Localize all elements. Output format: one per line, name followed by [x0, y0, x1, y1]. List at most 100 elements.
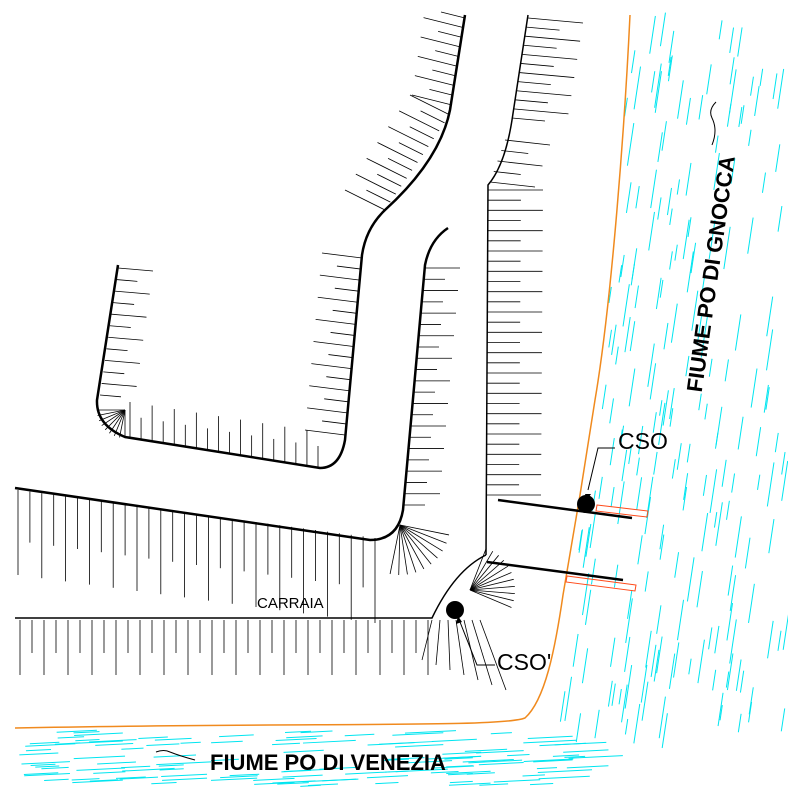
- hatch-line: [313, 341, 354, 347]
- water-stroke: [608, 286, 612, 303]
- hatch-line: [315, 318, 356, 325]
- hatch-line: [328, 354, 353, 358]
- water-stroke: [430, 770, 459, 774]
- water-stroke: [659, 524, 665, 550]
- water-stroke: [772, 73, 778, 100]
- water-stroke: [780, 708, 786, 732]
- water-stroke: [275, 738, 317, 742]
- water-stroke: [25, 748, 52, 752]
- water-stroke: [219, 734, 254, 738]
- water-stroke: [386, 757, 425, 760]
- hatch-line: [399, 524, 447, 544]
- cso-prime-point[interactable]: [446, 601, 464, 619]
- water-stroke: [44, 778, 69, 781]
- hatch-line: [399, 524, 450, 536]
- water-stroke: [590, 558, 596, 585]
- water-stroke: [708, 358, 713, 377]
- water-stroke: [254, 781, 295, 785]
- water-stroke: [581, 573, 590, 616]
- water-stroke: [589, 511, 597, 549]
- water-stroke: [448, 782, 491, 786]
- water-stroke: [559, 691, 566, 722]
- cso-arrow-icon: [585, 494, 591, 500]
- water-stroke: [625, 598, 633, 643]
- hatch-line: [389, 524, 401, 575]
- water-stroke: [653, 451, 658, 475]
- hatch-line: [421, 619, 433, 661]
- water-stroke: [701, 513, 709, 552]
- water-stroke: [761, 172, 766, 193]
- water-stroke: [777, 630, 782, 651]
- water-stroke: [344, 733, 375, 737]
- hatch-line: [469, 572, 512, 591]
- hatch-line: [440, 11, 466, 19]
- water-stroke: [156, 761, 212, 766]
- water-stroke: [35, 765, 60, 768]
- water-stroke: [775, 144, 781, 172]
- water-stroke: [443, 755, 482, 759]
- water-stroke: [407, 760, 453, 764]
- hatch-line: [432, 69, 457, 77]
- hatch-line: [411, 94, 453, 106]
- water-stroke: [645, 630, 652, 668]
- outfall-pipe-north: [595, 504, 649, 518]
- hatch-line: [525, 35, 581, 42]
- water-stroke: [683, 473, 689, 500]
- block-north-edge: [95, 14, 467, 470]
- hatch-line: [438, 30, 463, 38]
- hatch-line: [344, 189, 386, 211]
- hatch-line: [113, 302, 135, 305]
- water-stroke: [656, 605, 662, 634]
- water-stroke: [575, 713, 582, 743]
- water-stroke: [375, 781, 399, 785]
- water-stroke: [750, 368, 758, 408]
- hatch-line: [109, 325, 131, 328]
- water-stroke: [610, 637, 616, 667]
- water-stroke: [666, 187, 672, 216]
- water-stroke: [755, 427, 762, 457]
- water-stroke: [621, 449, 628, 482]
- water-stroke: [704, 403, 708, 420]
- water-stroke: [659, 279, 664, 298]
- water-stroke: [211, 740, 243, 744]
- water-stroke: [628, 368, 636, 407]
- hatch-line: [520, 63, 554, 67]
- water-stroke: [674, 552, 680, 578]
- water-stroke: [72, 779, 123, 784]
- water-stroke: [121, 765, 151, 769]
- water-stroke: [706, 64, 712, 95]
- water-stroke: [649, 363, 657, 400]
- water-stroke: [696, 316, 702, 346]
- water-stroke: [725, 671, 730, 688]
- water-stroke: [657, 197, 662, 220]
- water-stroke: [682, 486, 688, 511]
- block-south-edge: [15, 554, 487, 619]
- water-stroke: [345, 771, 390, 775]
- water-stroke: [687, 217, 692, 238]
- water-stroke: [670, 303, 678, 343]
- water-stroke: [740, 105, 745, 124]
- water-stroke: [159, 768, 184, 771]
- hatch-line: [304, 429, 346, 436]
- water-stroke: [727, 565, 734, 596]
- hatch-line: [336, 265, 361, 270]
- water-stroke: [533, 759, 573, 763]
- cso-point[interactable]: [577, 495, 595, 513]
- hatch-line: [469, 560, 505, 591]
- water-stroke: [537, 769, 593, 773]
- water-stroke: [774, 432, 779, 453]
- water-stroke: [644, 571, 649, 592]
- water-stroke: [661, 121, 667, 151]
- water-stroke: [30, 763, 56, 766]
- water-stroke: [73, 731, 100, 734]
- water-stroke: [210, 758, 239, 762]
- water-stroke: [669, 388, 675, 420]
- water-stroke: [763, 384, 769, 413]
- water-stroke: [539, 742, 586, 747]
- water-stroke: [686, 443, 691, 463]
- water-stroke: [611, 324, 617, 355]
- hatch-line: [398, 524, 401, 575]
- water-stroke: [734, 516, 742, 558]
- water-stroke: [734, 314, 742, 351]
- water-stroke: [620, 425, 625, 445]
